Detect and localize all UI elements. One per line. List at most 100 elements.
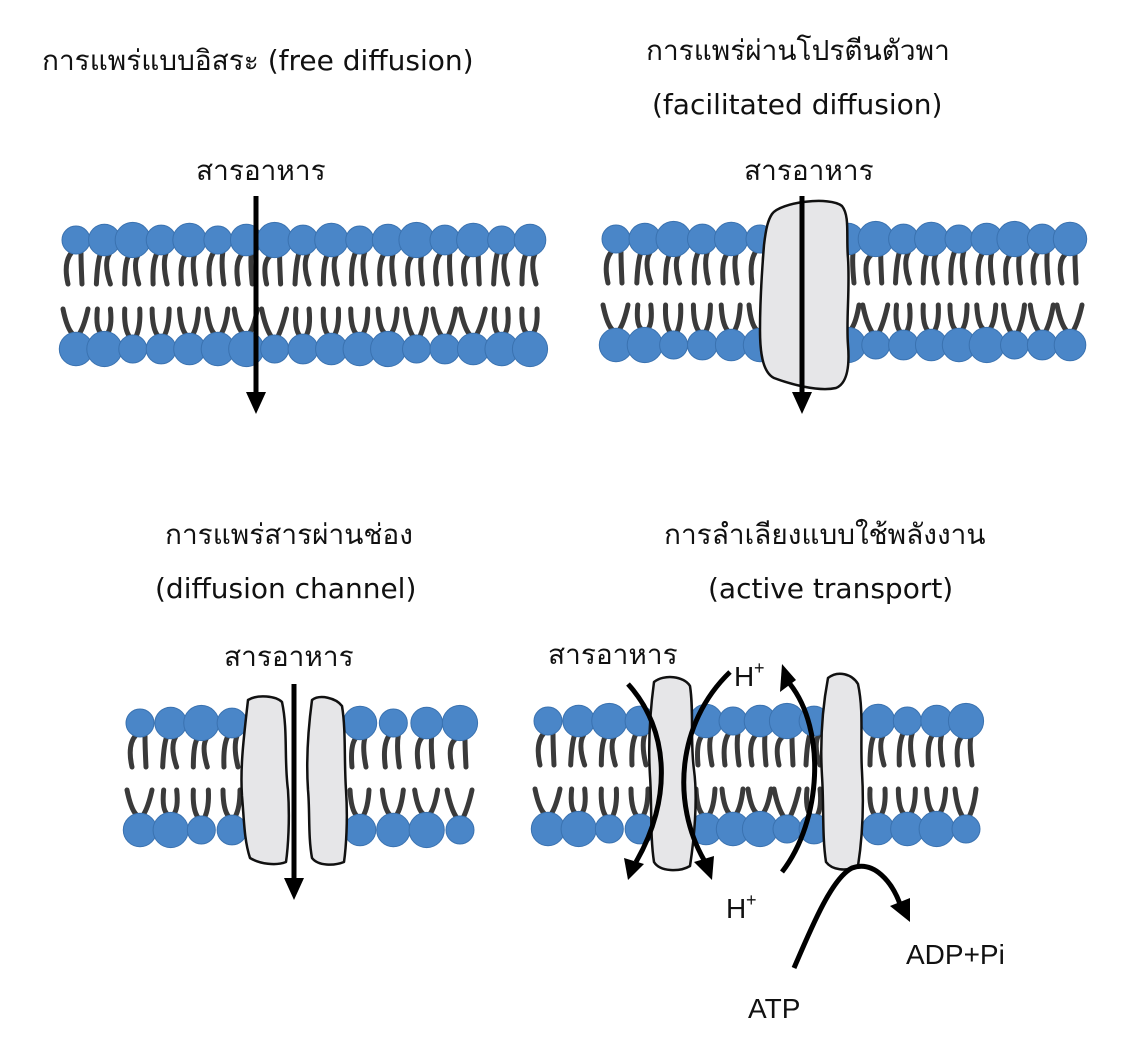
lipid-tail (320, 252, 330, 287)
lipid-tail (634, 250, 644, 286)
panel-2-subtitle: (facilitated diffusion) (652, 88, 942, 121)
lipid-tail (532, 786, 548, 817)
atp-label: ATP (748, 993, 800, 1024)
panel-facilitated-diffusion: การแพร่ผ่านโปรตีนตัวพา (facilitated diff… (598, 34, 1088, 414)
lipid-tail (690, 302, 702, 335)
phospholipid-head (86, 330, 123, 368)
lipid-tail (206, 249, 217, 287)
lipid-tail (395, 732, 402, 770)
lipid-tail (695, 733, 705, 768)
lipid-tail (867, 786, 878, 818)
lipid-tail (177, 306, 189, 338)
channel-protein-right (305, 695, 349, 866)
lipid-tail (388, 306, 400, 336)
lipid-tail (663, 252, 673, 286)
lipid-tail (430, 306, 445, 339)
lipid-tail (568, 786, 579, 816)
lipid-tail (629, 731, 639, 768)
lipid-tail (347, 787, 360, 819)
lipid-tail (893, 302, 903, 335)
lipid-tail (1001, 302, 1014, 336)
lipid-tail (618, 248, 625, 286)
phospholipid-head (487, 225, 517, 255)
lipid-tail (417, 306, 429, 340)
phospholipid-head (513, 223, 547, 257)
lipid-tail (60, 306, 76, 337)
lipid-tail (640, 731, 649, 768)
phospholipid-head (408, 811, 445, 849)
phospholipid-head (429, 333, 461, 365)
lipid-tail (218, 306, 231, 337)
phospholipid-head (203, 225, 233, 255)
lipid-tail (760, 786, 774, 816)
phospholipid-head (429, 224, 461, 256)
lipid-tail (221, 733, 231, 770)
phospholipid-head (861, 330, 891, 360)
phospholipid-head (944, 224, 974, 254)
phospholipid-head (122, 812, 158, 848)
lipid-tail (748, 732, 759, 768)
lipid-tail (703, 249, 711, 286)
lipid-tail (427, 787, 441, 817)
lipid-tail (748, 248, 759, 286)
lipid-tail (78, 249, 85, 287)
lipid-tail (907, 786, 918, 817)
lipid-tail (924, 786, 937, 816)
panel-1-arrowhead (246, 392, 266, 414)
phospholipid-head (118, 334, 148, 364)
lipid-tail (609, 734, 618, 768)
panel-active-transport: การลำเลียงแบบใช้พลังงาน (active transpor… (530, 518, 1005, 1024)
phospholipid-head (968, 326, 1005, 364)
lipid-tail (1003, 252, 1013, 286)
phospholipid-head (888, 223, 919, 255)
lipid-tail (433, 250, 444, 287)
lipid-tail (1015, 302, 1027, 336)
lipid-tail (673, 252, 683, 286)
lipid-tail (519, 306, 530, 336)
lipid-tail (190, 736, 200, 770)
lipid-tail (140, 787, 155, 818)
lipid-tail (1057, 251, 1069, 286)
lipid-tail (530, 306, 540, 336)
membrane-3 (122, 704, 479, 849)
lipid-tail (616, 302, 631, 333)
phospholipid-head (260, 334, 290, 364)
lipid-tail (952, 786, 966, 820)
lipid-tail (414, 734, 426, 770)
lipid-tail (445, 306, 459, 339)
lipid-tail (124, 787, 140, 818)
lipid-tail (878, 786, 888, 818)
phospholipid-head (456, 332, 490, 366)
lipid-tail (578, 732, 588, 768)
panel-2-title: การแพร่ผ่านโปรตีนตัวพา (646, 34, 950, 67)
channel-protein-left (240, 695, 291, 866)
phospholipid-head (920, 704, 953, 738)
phospholipid-head (256, 221, 293, 259)
lipid-tail (220, 787, 232, 820)
phospholipid-head (892, 706, 922, 736)
phospholipid-head (1052, 221, 1088, 257)
phospholipid-head (888, 329, 919, 361)
lipid-tail (1044, 249, 1051, 286)
phospholipid-head (996, 220, 1033, 258)
lipid-tail (122, 306, 133, 340)
lipid-tail (908, 730, 916, 768)
atp-hydrolysis-arrowhead (890, 898, 910, 922)
lipid-tail (190, 787, 201, 821)
phospholipid-head (398, 221, 435, 259)
lipid-tail (662, 302, 674, 336)
panel-diffusion-channel: การแพร่สารผ่านช่อง (diffusion channel) ส… (122, 518, 479, 900)
lipid-tail (161, 250, 170, 287)
phospholipid-head (714, 221, 749, 257)
lipid-tail (860, 302, 876, 336)
phospholipid-head (511, 330, 549, 368)
lipid-tail (1042, 302, 1056, 335)
lipid-tail (628, 786, 640, 819)
lipid-tail (361, 735, 369, 770)
phospholipid-head (861, 812, 895, 846)
phospholipid-head (772, 814, 802, 844)
phospholipid-head (228, 330, 265, 368)
lipid-tail (1054, 302, 1070, 334)
lipid-tail (519, 251, 529, 287)
lipid-tail (732, 251, 740, 286)
